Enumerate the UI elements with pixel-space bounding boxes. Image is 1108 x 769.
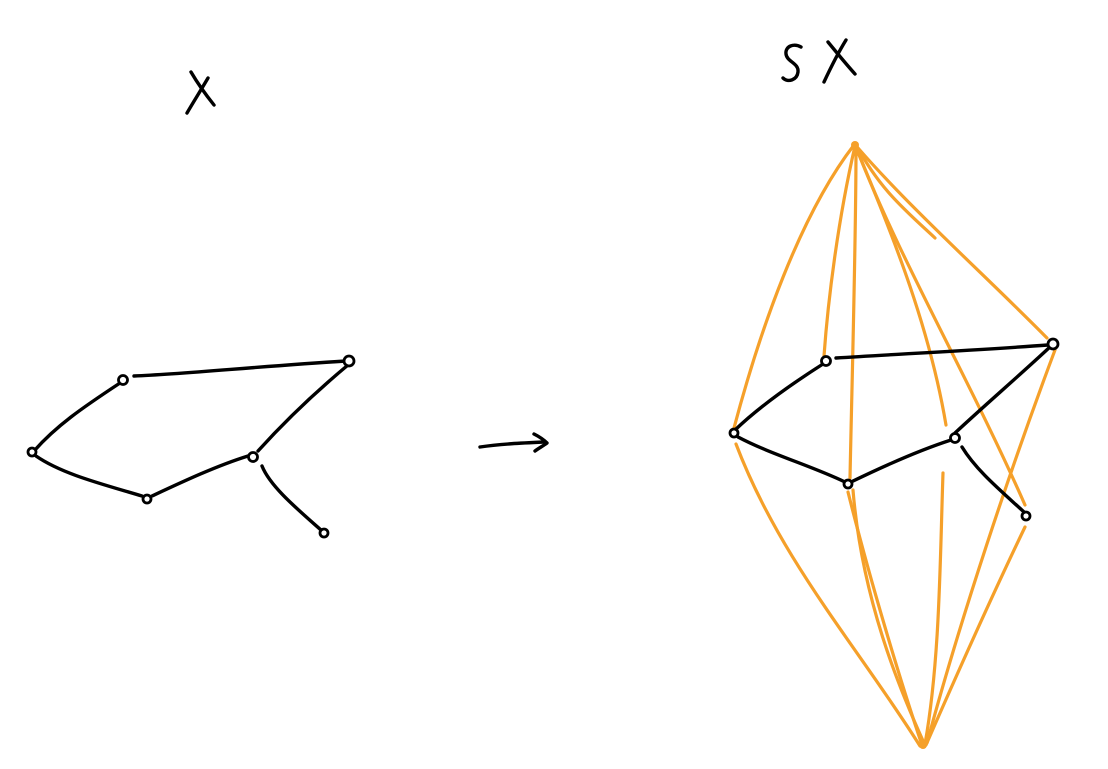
sx-edge-v5-v3: [953, 344, 1053, 435]
vertex-v2: [117, 374, 129, 386]
label-x: [185, 70, 216, 115]
sx-vertex-v5: [949, 432, 961, 444]
vertex-v5: [247, 451, 259, 463]
sx-edge-v1-v2: [733, 362, 825, 432]
edge-v5-v3: [256, 363, 350, 453]
edge-v1-v4: [34, 454, 144, 498]
sx-vertex-v6: [1020, 510, 1032, 522]
edge-v5-v6: [260, 464, 323, 532]
sx-edge-v1-v4: [736, 435, 847, 484]
edge-v2-v3: [132, 359, 348, 378]
maps-to-arrow: [478, 432, 549, 453]
vertex-v4: [141, 493, 153, 505]
sx-vertex-v4: [842, 478, 854, 490]
sx-edge-v5-v6: [960, 445, 1026, 514]
vertex-v3: [342, 354, 356, 368]
cone-south: [734, 348, 1057, 748]
cone-point-south: [919, 741, 927, 749]
cone-north: [732, 141, 1049, 507]
sx-vertex-v1: [728, 427, 740, 439]
cone-point-north: [851, 141, 859, 149]
graph-sx: [728, 38, 1060, 749]
edge-v4-v5: [150, 454, 250, 498]
sx-edge-v4-v5: [849, 438, 953, 484]
sx-vertex-v3: [1046, 337, 1060, 351]
sx-vertex-v2: [820, 355, 832, 367]
sx-edge-v2-v3: [834, 343, 1050, 360]
label-sx: [781, 38, 857, 84]
vertex-v6: [318, 527, 330, 539]
vertex-v1: [26, 446, 38, 458]
edge-v1-v2: [32, 381, 122, 453]
graph-x: [26, 70, 356, 539]
